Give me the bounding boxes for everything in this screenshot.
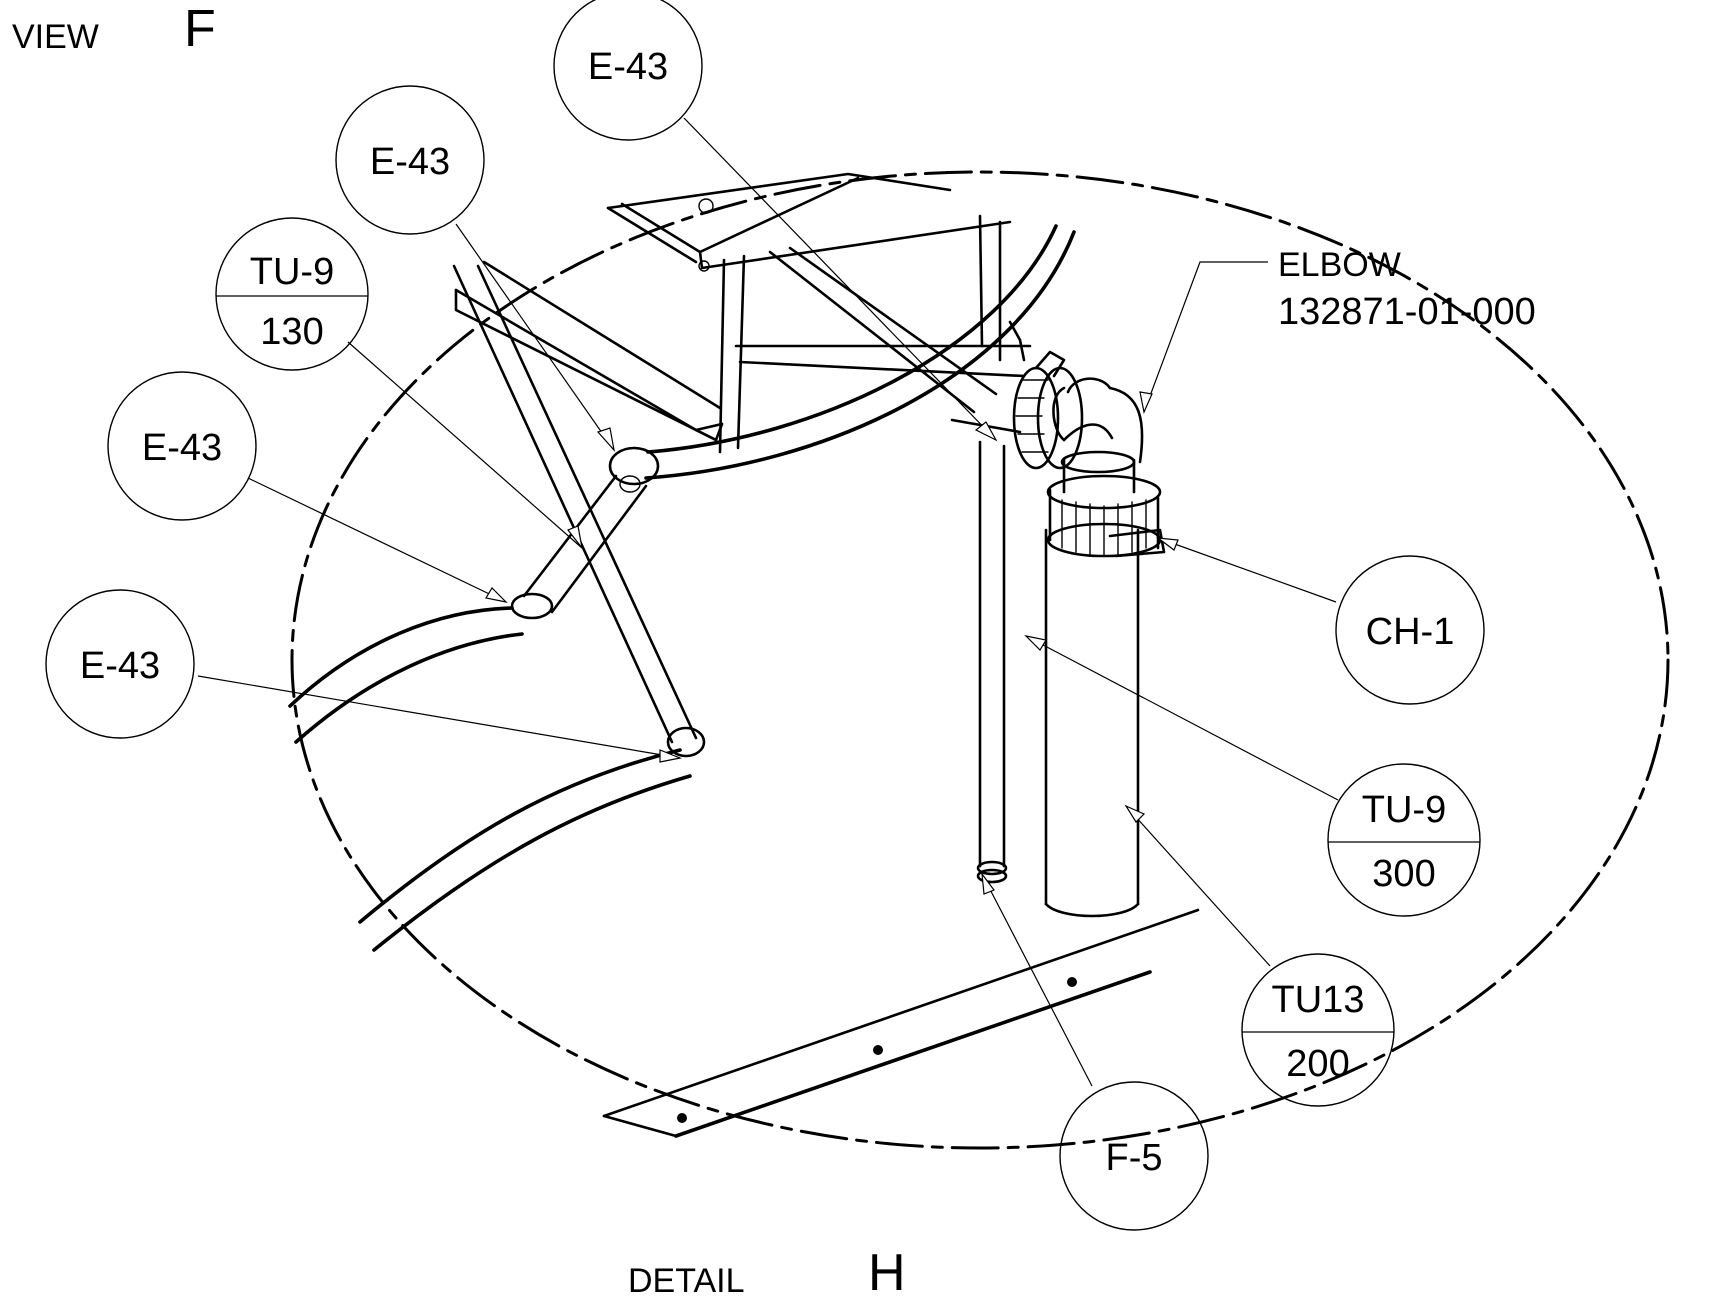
detail-label-letter: H — [868, 1244, 906, 1302]
svg-text:TU13: TU13 — [1272, 979, 1365, 1021]
balloon-tu13-200: TU13 200 — [1241, 953, 1395, 1107]
detail-boundary-circle — [290, 170, 1670, 1150]
view-label-prefix: VIEW — [12, 18, 99, 56]
balloon-tu9-300: TU-9 300 — [1327, 763, 1481, 917]
leader-arrowheads — [485, 391, 1179, 895]
balloon-e43-top: E-43 — [553, 0, 703, 141]
frame-geometry — [288, 172, 1200, 1138]
view-label-letter: F — [184, 0, 216, 58]
balloon-e43-mid: E-43 — [107, 371, 257, 521]
elbow-note-title: ELBOW — [1278, 246, 1401, 284]
balloon-f5: F-5 — [1059, 1081, 1209, 1231]
svg-text:200: 200 — [1286, 1043, 1349, 1085]
svg-text:E-43: E-43 — [588, 46, 668, 88]
leader-lines — [197, 117, 1339, 1087]
svg-text:TU-9: TU-9 — [1362, 789, 1446, 831]
elbow-note-part-number: 132871-01-000 — [1278, 291, 1536, 333]
svg-text:E-43: E-43 — [80, 645, 160, 687]
detail-label-prefix: DETAIL — [628, 1262, 745, 1300]
svg-text:TU-9: TU-9 — [250, 251, 334, 293]
balloon-ch1: CH-1 — [1335, 555, 1485, 705]
svg-text:F-5: F-5 — [1106, 1137, 1163, 1179]
svg-text:CH-1: CH-1 — [1366, 611, 1455, 653]
balloon-tu9-130: TU-9 130 — [215, 217, 369, 371]
svg-text:E-43: E-43 — [142, 427, 222, 469]
svg-text:130: 130 — [260, 311, 323, 353]
balloon-e43-lower: E-43 — [45, 589, 195, 739]
svg-text:E-43: E-43 — [370, 141, 450, 183]
balloon-e43-upper: E-43 — [335, 85, 485, 235]
svg-text:300: 300 — [1372, 853, 1435, 895]
